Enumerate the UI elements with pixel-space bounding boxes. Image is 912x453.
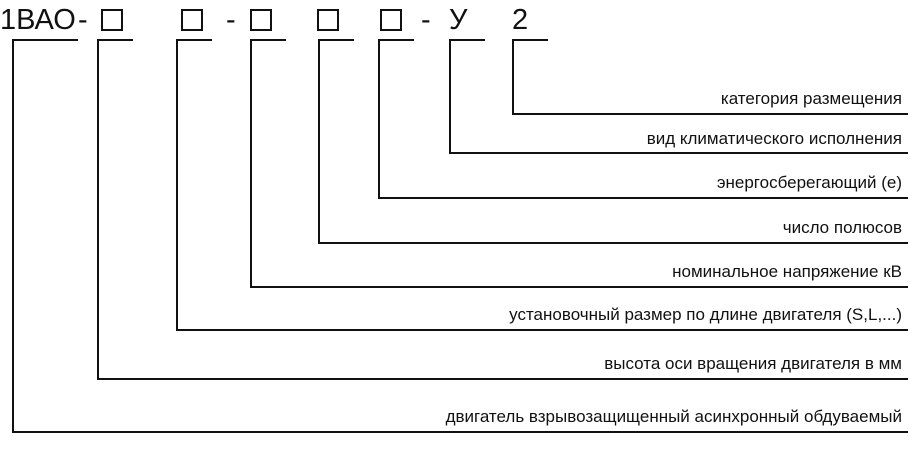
leader-size bbox=[176, 40, 908, 331]
leader-voltage bbox=[250, 40, 908, 288]
code-dash-2: - bbox=[226, 4, 236, 36]
code-placeholder-energy bbox=[380, 9, 402, 31]
label-size: установочный размер по длине двигателя (… bbox=[509, 305, 902, 324]
label-poles: число полюсов bbox=[783, 218, 902, 237]
label-category: категория размещения bbox=[721, 89, 902, 108]
label-energy: энергосберегающий (е) bbox=[717, 173, 902, 192]
designation-code: 1ВАО - - - У 2 bbox=[0, 4, 528, 36]
code-placeholder-height bbox=[101, 9, 123, 31]
leader-energy bbox=[378, 40, 908, 199]
code-dash-1: - bbox=[78, 4, 88, 36]
leader-poles bbox=[318, 40, 908, 244]
label-voltage: номинальное напряжение кВ bbox=[672, 262, 902, 281]
code-climate-letter: У bbox=[449, 4, 468, 36]
leader-type bbox=[12, 40, 908, 433]
code-prefix: 1ВАО bbox=[0, 4, 76, 36]
leader-category bbox=[512, 40, 908, 115]
label-height: высота оси вращения двигателя в мм bbox=[604, 354, 902, 373]
leader-height bbox=[97, 40, 908, 380]
code-dash-3: - bbox=[421, 4, 431, 36]
code-placeholder-voltage bbox=[250, 9, 272, 31]
code-placeholder-size bbox=[181, 9, 203, 31]
code-category-digit: 2 bbox=[512, 4, 528, 36]
code-placeholder-poles bbox=[317, 9, 339, 31]
leader-lines bbox=[12, 39, 908, 433]
label-climate: вид климатического исполнения bbox=[647, 129, 902, 148]
description-labels: категория размещения вид климатического … bbox=[446, 89, 902, 426]
leader-climate bbox=[449, 40, 908, 154]
label-type: двигатель взрывозащищенный асинхронный о… bbox=[446, 407, 902, 426]
